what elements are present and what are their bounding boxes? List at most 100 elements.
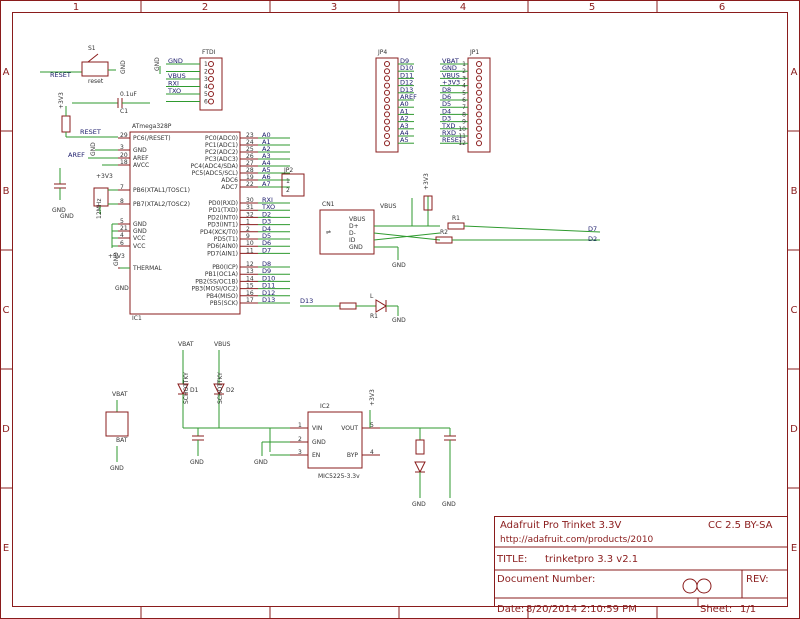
jp1-pin-number: 8 bbox=[462, 111, 466, 118]
gnd-label: GND bbox=[412, 501, 426, 508]
jp1-net-label: VBUS bbox=[442, 71, 460, 79]
mcu-pin-name: PB6(XTAL1/TOSC1) bbox=[133, 187, 190, 194]
r1-name: R1 bbox=[452, 215, 460, 222]
mcu-pin-name: ADC6 bbox=[221, 177, 238, 184]
jp4-net-label: D11 bbox=[400, 71, 413, 79]
jp1-pin-number: 12 bbox=[458, 140, 466, 147]
r2-name: R2 bbox=[440, 229, 448, 236]
col-label: 3 bbox=[331, 2, 337, 13]
mcu-net-label: D9 bbox=[262, 267, 271, 275]
ftdi-net-label: TXO bbox=[167, 87, 181, 95]
row-label: E bbox=[3, 543, 9, 554]
jp4-pin bbox=[384, 82, 390, 89]
svg-text:2: 2 bbox=[286, 187, 290, 194]
reg-pin-number: 3 bbox=[298, 449, 302, 456]
mcu-pin-name: PB7(XTAL2/TOSC2) bbox=[133, 201, 190, 208]
row-label: E bbox=[791, 543, 797, 554]
mcu-pin-name: PC6(/RESET) bbox=[133, 135, 171, 142]
usb-name: CN1 bbox=[322, 201, 335, 208]
reg-pin-name: EN bbox=[312, 452, 320, 459]
jp1-net-label: D5 bbox=[442, 100, 451, 108]
jp4-net-label: D13 bbox=[400, 86, 413, 94]
jp4-pin bbox=[384, 125, 390, 132]
mcu-pin-number: 30 bbox=[246, 197, 254, 204]
jp4-net-label: A2 bbox=[400, 115, 409, 123]
jp1-pin-number: 7 bbox=[462, 104, 466, 111]
usb-pin-name: ID bbox=[349, 237, 356, 244]
jp1-pin-number: 4 bbox=[462, 83, 466, 90]
jp1-pin bbox=[476, 97, 482, 103]
mcu-pin-name: PD2(INT0) bbox=[208, 214, 238, 221]
reg-pin-name: BYP bbox=[347, 452, 358, 459]
col-label: 2 bbox=[202, 2, 208, 13]
jp1-pin bbox=[476, 140, 482, 147]
mcu-pin-number: 22 bbox=[246, 181, 254, 188]
mcu-pin-number: 31 bbox=[246, 204, 254, 211]
jp4-pin bbox=[384, 97, 390, 103]
mcu-net-label: D4 bbox=[262, 225, 271, 233]
ftdi-pin bbox=[208, 83, 214, 90]
jp4-pin bbox=[384, 111, 390, 118]
power-diodes: VBAT SCHOTTKY D1 VBUS SCHOTTKY D2 GND bbox=[177, 341, 290, 466]
v33-label: +3V3 bbox=[423, 173, 430, 190]
ftdi-pin bbox=[208, 91, 214, 97]
mcu-pin-name: PC2(ADC2) bbox=[205, 149, 238, 156]
jp1-pin-number: 11 bbox=[458, 133, 466, 140]
mcu-pin-name: VCC bbox=[133, 243, 145, 250]
jp4-net-label: A4 bbox=[400, 129, 409, 137]
mcu-pin-name: PB5(SCK) bbox=[210, 300, 238, 307]
mcu-part: ATmega328P bbox=[132, 123, 172, 130]
jp4-net-label: D9 bbox=[400, 57, 409, 65]
mcu-pin-name: VCC bbox=[133, 235, 145, 242]
docnum-label: Document Number: bbox=[497, 574, 595, 585]
switch-label: reset bbox=[88, 78, 104, 85]
mcu-pin-name: PB4(MISO) bbox=[206, 293, 238, 300]
jp1-pin bbox=[476, 82, 482, 89]
jp1-net-label: D6 bbox=[442, 93, 451, 101]
mcu-pin-number: 4 bbox=[120, 232, 124, 239]
jp1-net-label: D4 bbox=[442, 107, 451, 115]
date-label: Date: bbox=[497, 604, 524, 615]
reg-pin-number: 2 bbox=[298, 436, 302, 443]
date-value: 8/20/2014 2:10:59 PM bbox=[526, 604, 637, 615]
mcu-net-label: D7 bbox=[262, 246, 271, 254]
project-name: Adafruit Pro Trinket 3.3V bbox=[500, 520, 621, 531]
col-label: 5 bbox=[589, 2, 595, 13]
mcu-net-label: A5 bbox=[262, 166, 271, 174]
jp1-net-label: D8 bbox=[442, 86, 451, 94]
gnd-label: GND bbox=[110, 465, 124, 472]
mcu-net-label: D8 bbox=[262, 260, 271, 268]
jp1-net-label: RXD bbox=[442, 129, 456, 137]
c1-name: C1 bbox=[120, 108, 128, 115]
jp4-name: JP4 bbox=[377, 49, 387, 56]
mcu-pin-name: ADC7 bbox=[221, 184, 238, 191]
mcu-pin-number: 25 bbox=[246, 146, 254, 153]
usb-pin-name: GND bbox=[349, 244, 363, 251]
jp1-pin bbox=[476, 125, 482, 132]
ftdi-pin-number: 3 bbox=[204, 76, 208, 83]
mcu-net-label: A4 bbox=[262, 159, 271, 167]
ftdi-pin-number: 1 bbox=[204, 61, 208, 68]
mcu-pin-number: 20 bbox=[120, 152, 128, 159]
gnd-label: GND bbox=[442, 501, 456, 508]
led-resistor-name: R1 bbox=[370, 313, 378, 320]
mcu-net-label: D13 bbox=[262, 296, 275, 304]
mcu-pin-number: 14 bbox=[246, 275, 254, 282]
ftdi-name: FTDI bbox=[202, 49, 216, 56]
mcu-net-label: A7 bbox=[262, 180, 271, 188]
mcu-pin-name: PC0(ADC0) bbox=[205, 135, 238, 142]
mcu-net-label: D12 bbox=[262, 289, 275, 297]
mcu-net-label: D5 bbox=[262, 232, 271, 240]
mcu-net-label: A0 bbox=[262, 131, 271, 139]
ftdi-pin bbox=[208, 61, 214, 67]
schottky-label: SCHOTTKY bbox=[183, 372, 190, 404]
mcu-pin-name: THERMAL bbox=[132, 265, 162, 272]
